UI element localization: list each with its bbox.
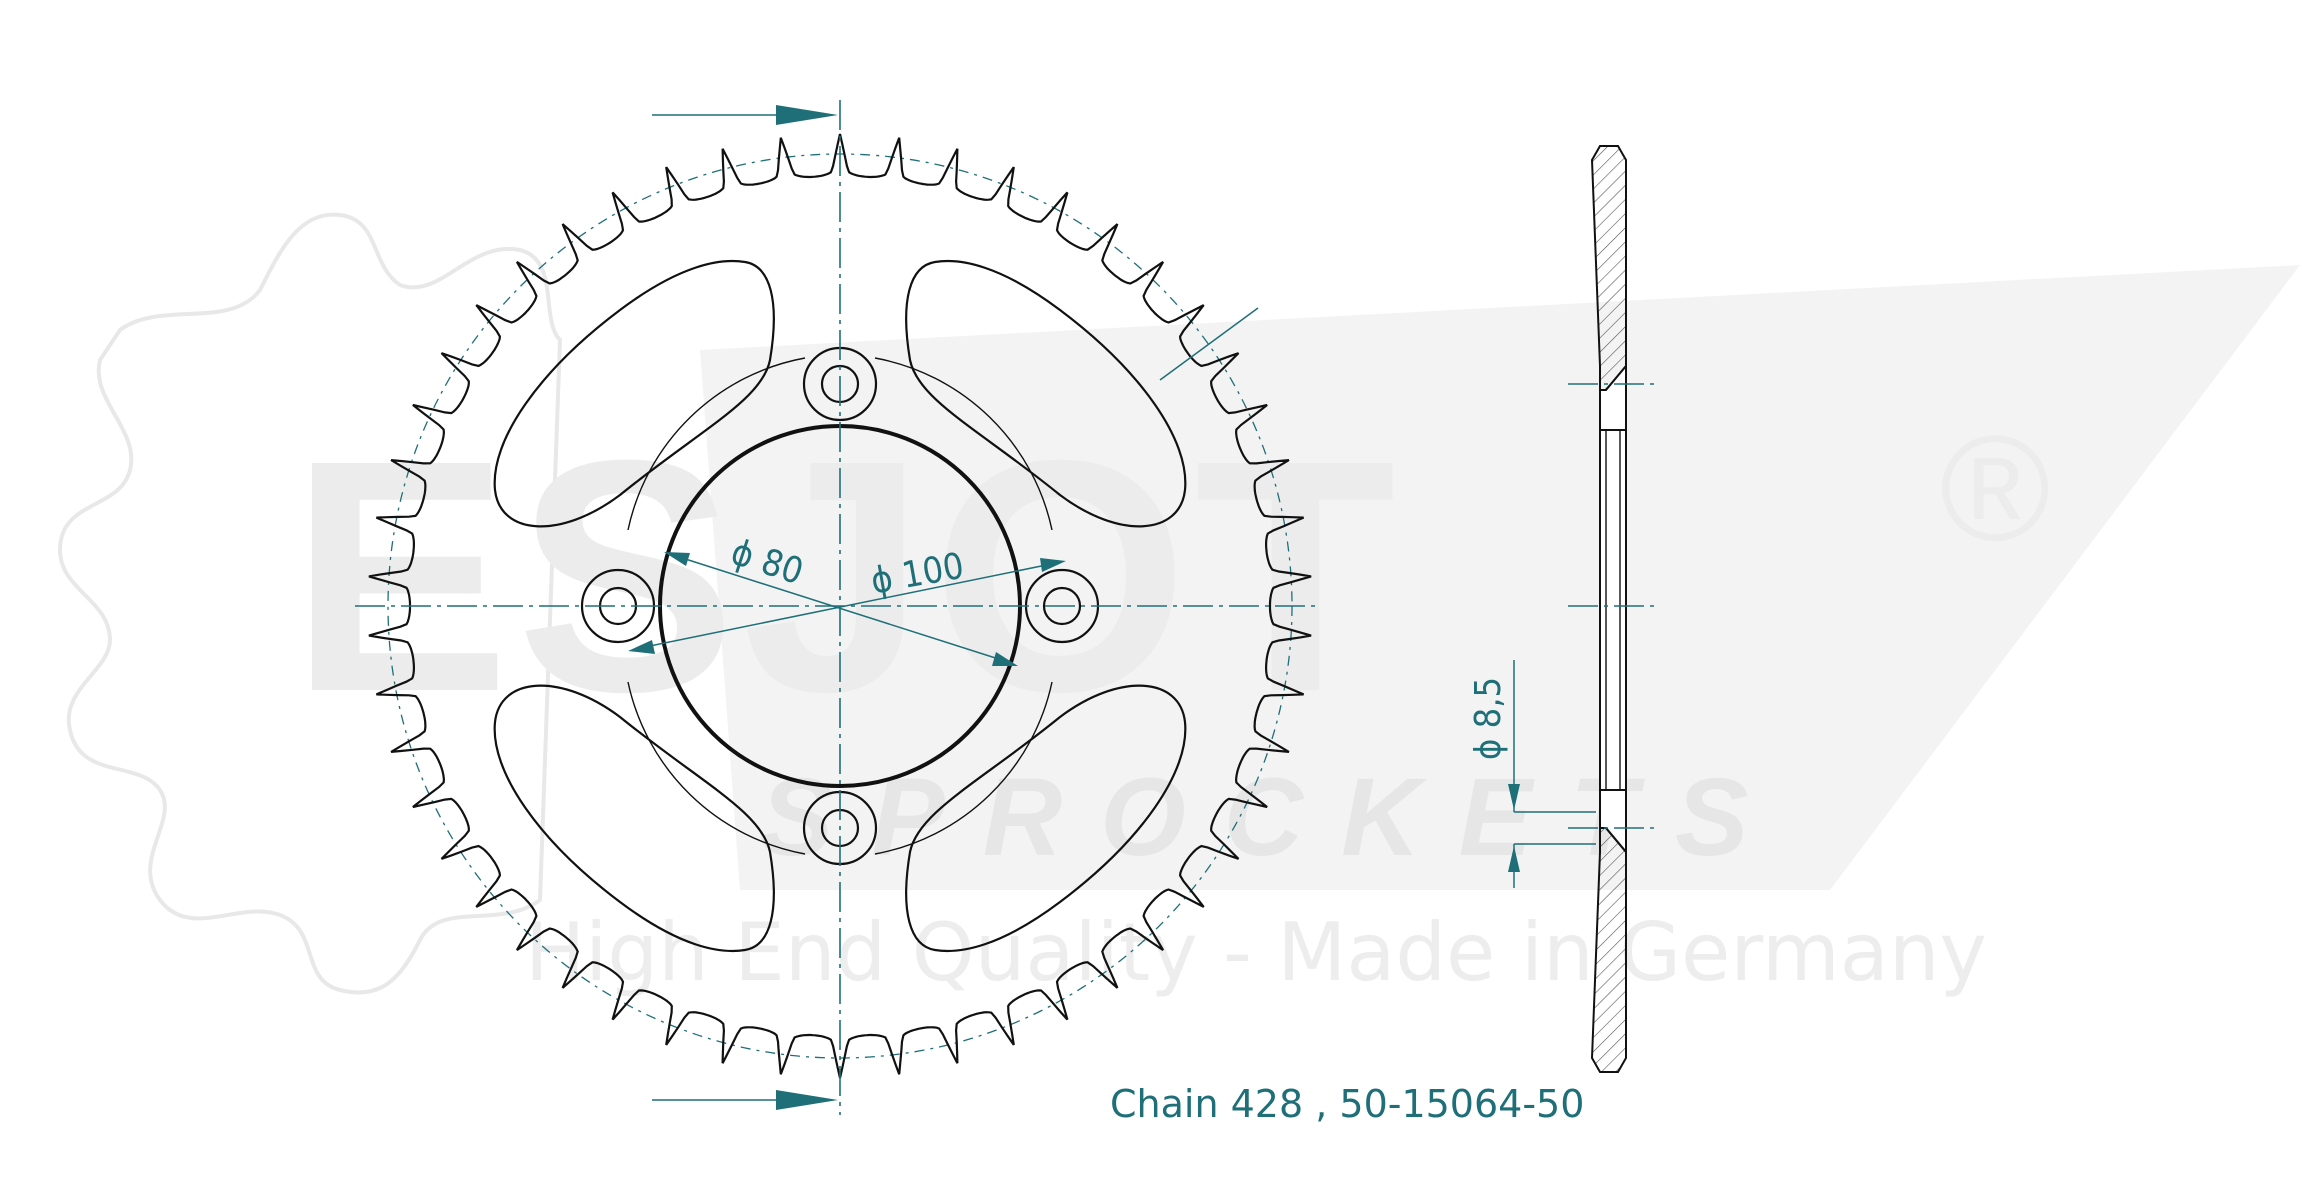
- watermark-gear-outline-icon: [57, 212, 563, 995]
- bolt-circle-arcs: [627, 357, 1053, 855]
- watermark-banner-shape: [700, 265, 2300, 890]
- watermark-registered: ®: [1940, 404, 2051, 572]
- watermark: ESJOT ® SPROCKETS High End Quality - Mad…: [57, 212, 2300, 999]
- cutout-top-left: [493, 259, 775, 528]
- thickness-dimension: ϕ 8,5: [1468, 660, 1596, 888]
- cutout-bottom-right: [905, 684, 1187, 953]
- section-hub-upper: [1599, 363, 1627, 431]
- bolt-hole-right: [1042, 586, 1082, 626]
- reference-arrow-bottom: [652, 1090, 838, 1110]
- lightening-cutouts: [493, 259, 1187, 953]
- cutout-top-right: [905, 259, 1187, 528]
- thickness-dimension-label: ϕ 8,5: [1468, 677, 1509, 760]
- reference-arrow-top: [652, 105, 838, 125]
- watermark-sub: SPROCKETS: [760, 756, 1787, 879]
- sprocket-front-view: ϕ 80 ϕ 100: [355, 100, 1320, 1115]
- tooth-reference-tick: [1159, 307, 1259, 381]
- section-bore: [1599, 429, 1627, 791]
- watermark-tagline: High End Quality - Made in Germany: [525, 906, 1987, 999]
- sprocket-side-view: ϕ 8,5: [1468, 145, 1660, 1073]
- watermark-brand: ESJOT: [290, 391, 1402, 760]
- part-caption: Chain 428 , 50-15064-50: [1110, 1082, 1584, 1126]
- section-lower: [1590, 827, 1627, 1073]
- cutout-bottom-left: [493, 684, 775, 953]
